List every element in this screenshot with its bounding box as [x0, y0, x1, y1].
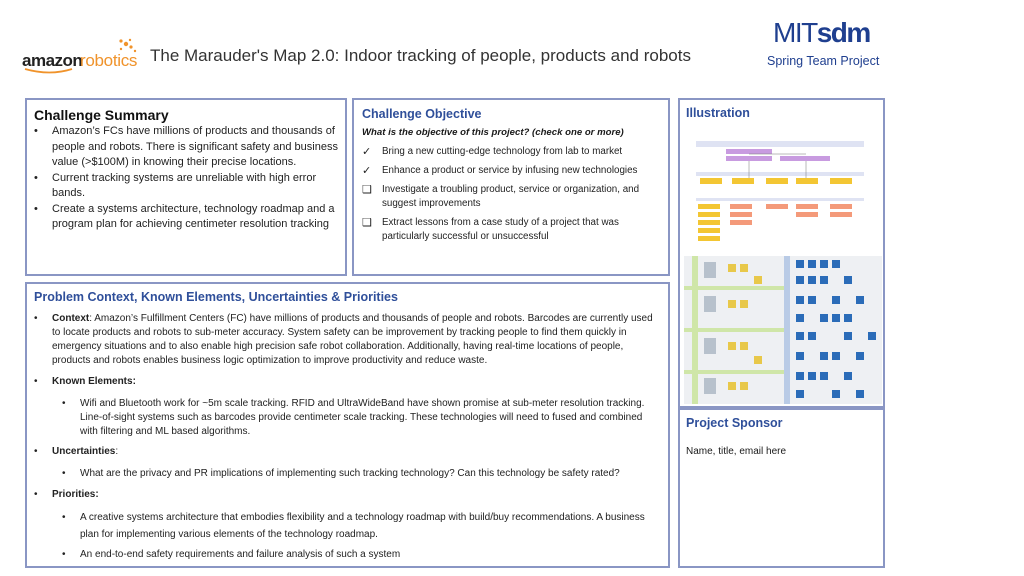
page-title: The Marauder's Map 2.0: Indoor tracking … [150, 46, 691, 65]
objective-option-label: Extract lessons from a case study of a p… [382, 217, 619, 242]
objective-option[interactable]: ✓ Bring a new cutting-edge technology fro… [362, 145, 660, 159]
logo-dots-icon [119, 38, 137, 53]
uncertainties-item: Uncertainties: [34, 445, 660, 459]
objective-option-label: Enhance a product or service by infusing… [382, 165, 638, 176]
summary-bullet: Create a systems architecture, technolog… [34, 202, 339, 233]
check-icon: ✓ [362, 146, 372, 158]
architecture-diagram-image [696, 141, 864, 241]
amazon-robotics-logo: amazon robotics [22, 38, 140, 74]
challenge-objective-heading: Challenge Objective [362, 107, 482, 121]
mit-subtitle: Spring Team Project [767, 54, 880, 68]
checkbox-icon: ❑ [362, 217, 372, 229]
logo-smile-icon [24, 68, 73, 74]
summary-bullet: Amazon’s FCs have millions of products a… [34, 124, 339, 171]
uncertainties-label: Uncertainties [52, 446, 116, 457]
logo-word-robotics: robotics [80, 51, 138, 70]
uncertainties-suffix: : [115, 446, 119, 457]
summary-bullet: Current tracking systems are unreliable … [34, 171, 339, 202]
check-icon: ✓ [362, 165, 372, 177]
challenge-objective-panel: Challenge Objective What is the objectiv… [352, 98, 670, 276]
challenge-summary-panel: Challenge Summary Amazon’s FCs have mill… [25, 98, 347, 276]
challenge-summary-heading: Challenge Summary [34, 107, 169, 123]
objective-option[interactable]: ✓ Enhance a product or service by infusin… [362, 164, 660, 178]
project-sponsor-panel: Project Sponsor Name, title, email here [678, 408, 885, 568]
warehouse-floor-image [684, 256, 882, 404]
project-sponsor-heading: Project Sponsor [686, 416, 783, 430]
objective-option-label: Investigate a troubling product, service… [382, 184, 640, 209]
illustration-heading: Illustration [686, 106, 750, 120]
priority-item: A creative systems architecture that emb… [34, 509, 660, 543]
illustration-panel: Illustration [678, 98, 885, 408]
context-label: Context [52, 313, 90, 324]
problem-context-panel: Problem Context, Known Elements, Uncerta… [25, 282, 670, 568]
known-element: Wifi and Bluetooth work for ~5m scale tr… [34, 397, 660, 439]
known-elements-item: Known Elements: [34, 375, 660, 389]
priority-item: An end-to-end safety requirements and fa… [34, 548, 660, 562]
objective-option[interactable]: ❑ Investigate a troubling product, servic… [362, 183, 660, 211]
priorities-item: Priorities: [34, 488, 660, 502]
context-item: Context: Amazon’s Fulfillment Centers (F… [34, 312, 660, 368]
objective-option-label: Bring a new cutting-edge technology from… [382, 146, 623, 157]
context-text: : Amazon’s Fulfillment Centers (FC) have… [52, 313, 653, 366]
uncertainty-item: What are the privacy and PR implications… [34, 467, 660, 481]
mit-logo-part-b: sdm [816, 17, 872, 48]
checkbox-icon: ❑ [362, 184, 372, 196]
priorities-label: Priorities: [52, 489, 99, 500]
logo-word-amazon: amazon [22, 51, 83, 70]
project-sponsor-text: Name, title, email here [686, 446, 787, 457]
objective-question: What is the objective of this project? (… [362, 127, 624, 138]
mit-sdm-logo: MITsdm [773, 17, 872, 48]
mit-logo-part-a: MIT [773, 17, 818, 48]
objective-option[interactable]: ❑ Extract lessons from a case study of a … [362, 216, 660, 244]
problem-context-heading: Problem Context, Known Elements, Uncerta… [34, 290, 398, 304]
known-elements-label: Known Elements: [52, 376, 136, 387]
